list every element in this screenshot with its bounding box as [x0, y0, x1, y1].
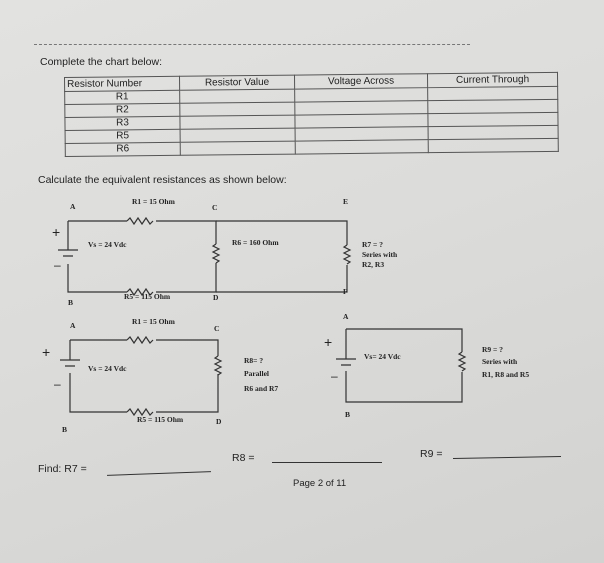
c2-r8-line2: Parallel — [244, 369, 269, 378]
c2-node-c: C — [214, 324, 220, 333]
r5b-resistor-symbol — [126, 407, 154, 417]
circuit2-wire — [69, 339, 219, 413]
circuit3-wire — [345, 328, 463, 403]
c2-r1-label: R1 = 15 Ohm — [132, 317, 175, 326]
chart-instruction: Complete the chart below: — [40, 56, 162, 68]
r8-answer-label: R8 = — [232, 452, 255, 464]
battery3-plates — [336, 358, 356, 366]
c3-r9-line1: R9 = ? — [482, 345, 503, 354]
c3-vs-label: Vs= 24 Vdc — [364, 352, 401, 361]
c3-plus: + — [324, 334, 333, 350]
c1-node-b: B — [68, 298, 74, 307]
c1-r5-label: R5 = 115 Ohm — [124, 292, 171, 301]
c2-minus: – — [54, 377, 61, 391]
c2-r8-line1: R8= ? — [244, 356, 264, 365]
r9-resistor-symbol — [457, 351, 467, 372]
c1-node-e: E — [343, 197, 349, 206]
c3-minus: – — [331, 369, 338, 383]
r7-answer-label: Find: R7 = — [38, 463, 87, 475]
c2-node-a: A — [70, 321, 76, 330]
circuit1-right-wire — [216, 220, 348, 293]
c1-r7-line2: Series with — [362, 250, 398, 259]
c2-r5-label: R5 = 115 Ohm — [137, 415, 184, 424]
page-number: Page 2 of 11 — [293, 478, 347, 489]
c1-node-c: C — [212, 203, 218, 212]
c3-r9-line2: Series with — [482, 357, 518, 366]
r8-resistor-symbol — [213, 355, 223, 376]
r1-resistor-symbol — [126, 216, 154, 226]
r6-resistor-symbol — [211, 243, 221, 264]
dashed-divider — [34, 44, 470, 45]
c1-vs-label: Vs = 24 Vdc — [88, 240, 127, 249]
c1-plus: + — [52, 224, 61, 240]
r9-answer-label: R9 = — [420, 448, 443, 460]
c1-node-f: F — [343, 287, 348, 296]
r5-resistor-symbol — [126, 287, 154, 297]
battery2-plates — [60, 359, 80, 367]
circuit1-wire — [67, 220, 217, 293]
battery1-plates — [58, 249, 78, 257]
c3-node-a: A — [343, 312, 349, 321]
equivalent-instruction: Calculate the equivalent resistances as … — [38, 174, 287, 186]
c2-r8-line3: R6 and R7 — [244, 384, 279, 393]
c3-r9-line3: R1, R8 and R5 — [482, 370, 530, 379]
c1-r7-line1: R7 = ? — [362, 240, 383, 249]
r7-resistor-symbol — [342, 244, 352, 265]
c1-r1-label: R1 = 15 Ohm — [132, 197, 175, 206]
c2-node-d: D — [216, 417, 222, 426]
r1b-resistor-symbol — [126, 335, 154, 345]
c1-r6-label: R6 = 160 Ohm — [232, 238, 279, 247]
c1-node-d: D — [213, 293, 219, 302]
c1-node-a: A — [70, 202, 76, 211]
c2-plus: + — [42, 344, 51, 360]
c2-vs-label: Vs = 24 Vdc — [88, 364, 127, 373]
c3-node-b: B — [345, 410, 351, 419]
r8-answer-line[interactable] — [272, 462, 382, 463]
c1-r7-line3: R2, R3 — [362, 260, 385, 269]
c2-node-b: B — [62, 425, 68, 434]
c1-minus: – — [54, 258, 61, 272]
